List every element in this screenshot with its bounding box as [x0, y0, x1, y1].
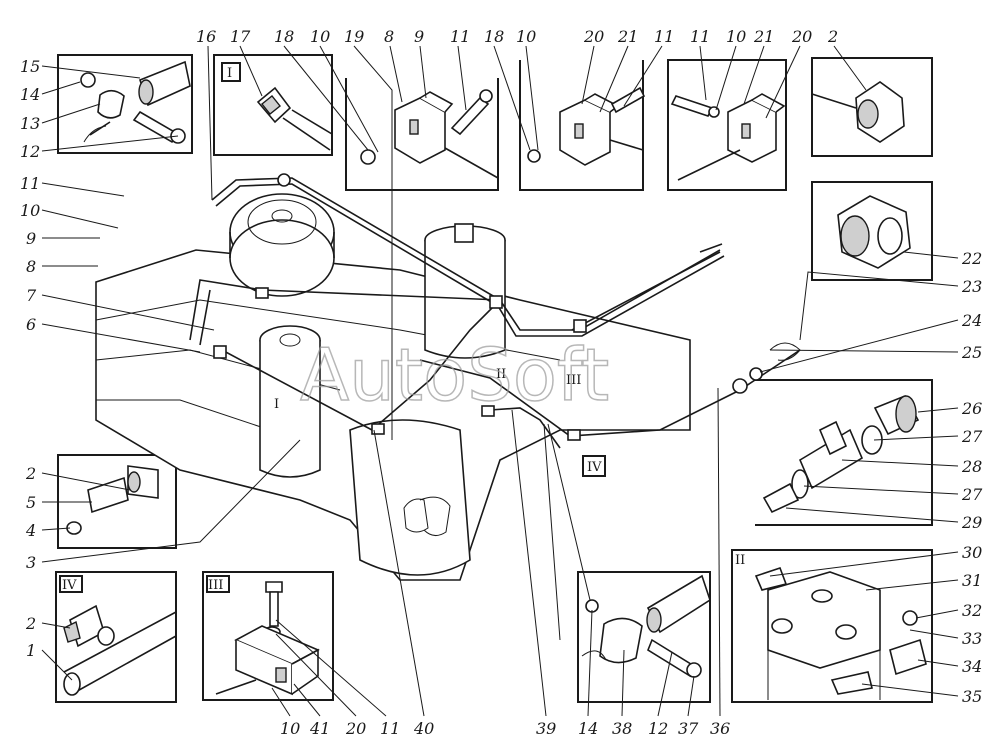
- callout-bottom-14: 14: [578, 719, 598, 738]
- callout-left-15: 15: [20, 57, 40, 76]
- detail-valve-right: [755, 379, 933, 526]
- callout-right-32: 32: [962, 601, 982, 620]
- callout-top-21a: 21: [617, 27, 638, 46]
- callout-top-11a: 11: [450, 27, 470, 46]
- callout-top-17: 17: [230, 27, 251, 46]
- callout-left-11: 11: [20, 174, 40, 193]
- fuel-lines: [189, 173, 801, 449]
- callout-bottom-10: 10: [280, 719, 300, 738]
- callout-top-21b: 21: [753, 27, 774, 46]
- callout-top-2: 2: [827, 27, 838, 46]
- detail-bracket-top-3: [667, 59, 787, 191]
- view-label-IV-marker: IV: [587, 460, 602, 475]
- detail-clamp-top-left: [57, 54, 193, 154]
- leader-lines: [41, 45, 959, 717]
- detail-bracket-top: [345, 78, 499, 191]
- callout-right-28: 28: [961, 457, 982, 476]
- callout-left-10: 10: [20, 201, 40, 220]
- callout-right-24: 24: [961, 311, 982, 330]
- callout-right-22: 22: [961, 249, 982, 268]
- detail-view-III: [202, 571, 334, 701]
- callout-left-2a: 2: [25, 464, 36, 483]
- callout-top-8: 8: [384, 27, 394, 46]
- callout-top-10a: 10: [310, 27, 330, 46]
- callout-top-16: 16: [196, 27, 216, 46]
- callout-right-29: 29: [961, 513, 982, 532]
- callout-bottom-37: 37: [678, 719, 699, 738]
- callout-right-27a: 27: [961, 427, 983, 446]
- callout-left-4: 4: [25, 521, 36, 540]
- callout-left-14: 14: [20, 85, 40, 104]
- callout-left-9: 9: [26, 229, 36, 248]
- callout-bottom-39: 39: [536, 719, 556, 738]
- detail-view-II-bottom: [731, 549, 933, 703]
- callout-top-11b: 11: [654, 27, 674, 46]
- callout-bottom-20: 20: [345, 719, 366, 738]
- detail-clamp-bottom: [577, 571, 711, 703]
- callout-bottom-12: 12: [648, 719, 668, 738]
- callout-left-12: 12: [20, 142, 40, 161]
- callout-right-25: 25: [961, 343, 982, 362]
- callout-top-11c: 11: [690, 27, 710, 46]
- callout-top-20a: 20: [583, 27, 604, 46]
- callout-left-2b: 2: [25, 614, 36, 633]
- callout-bottom-11: 11: [380, 719, 400, 738]
- callout-right-31: 31: [962, 571, 982, 590]
- callout-top-20b: 20: [791, 27, 812, 46]
- callout-top-10c: 10: [726, 27, 746, 46]
- view-label-III-marker: III: [566, 373, 581, 388]
- detail-nut-right: [811, 181, 933, 281]
- callout-left-7: 7: [26, 286, 37, 305]
- callout-left-13: 13: [20, 114, 40, 133]
- callout-left-5: 5: [26, 493, 36, 512]
- engine-body: [95, 193, 691, 581]
- callout-right-27b: 27: [961, 485, 983, 504]
- view-label-II-box: II: [735, 553, 745, 568]
- detail-view-I-top: [213, 54, 333, 156]
- callout-top-10b: 10: [516, 27, 536, 46]
- callout-right-34: 34: [962, 657, 982, 676]
- callout-bottom-41: 41: [309, 719, 330, 738]
- callout-top-18a: 18: [274, 27, 294, 46]
- detail-bracket-top-2: [519, 60, 646, 191]
- callout-top-19: 19: [344, 27, 364, 46]
- callout-bottom-36: 36: [710, 719, 730, 738]
- callout-left-8: 8: [26, 257, 36, 276]
- callout-right-23: 23: [961, 277, 982, 296]
- view-label-III-box: III: [208, 578, 223, 593]
- callout-right-26: 26: [961, 399, 982, 418]
- detail-nut-top-right: [811, 57, 933, 157]
- view-label-I-marker: I: [274, 397, 279, 412]
- detail-union-bottom-left: [57, 454, 177, 549]
- callout-right-35: 35: [962, 687, 982, 706]
- callout-right-30: 30: [962, 543, 982, 562]
- watermark-text: AutoSoft: [300, 333, 609, 417]
- view-label-II-marker: II: [496, 367, 506, 382]
- view-label-I-box: I: [227, 66, 232, 81]
- callout-top-9: 9: [414, 27, 424, 46]
- detail-view-IV: [55, 571, 177, 703]
- callout-bottom-40: 40: [413, 719, 434, 738]
- callout-left-3: 3: [26, 553, 36, 572]
- callout-left-6: 6: [26, 315, 36, 334]
- callout-right-33: 33: [962, 629, 982, 648]
- callout-top-18b: 18: [484, 27, 504, 46]
- callout-bottom-38: 38: [612, 719, 632, 738]
- view-label-IV-box: IV: [62, 578, 77, 593]
- callout-left-1: 1: [26, 641, 36, 660]
